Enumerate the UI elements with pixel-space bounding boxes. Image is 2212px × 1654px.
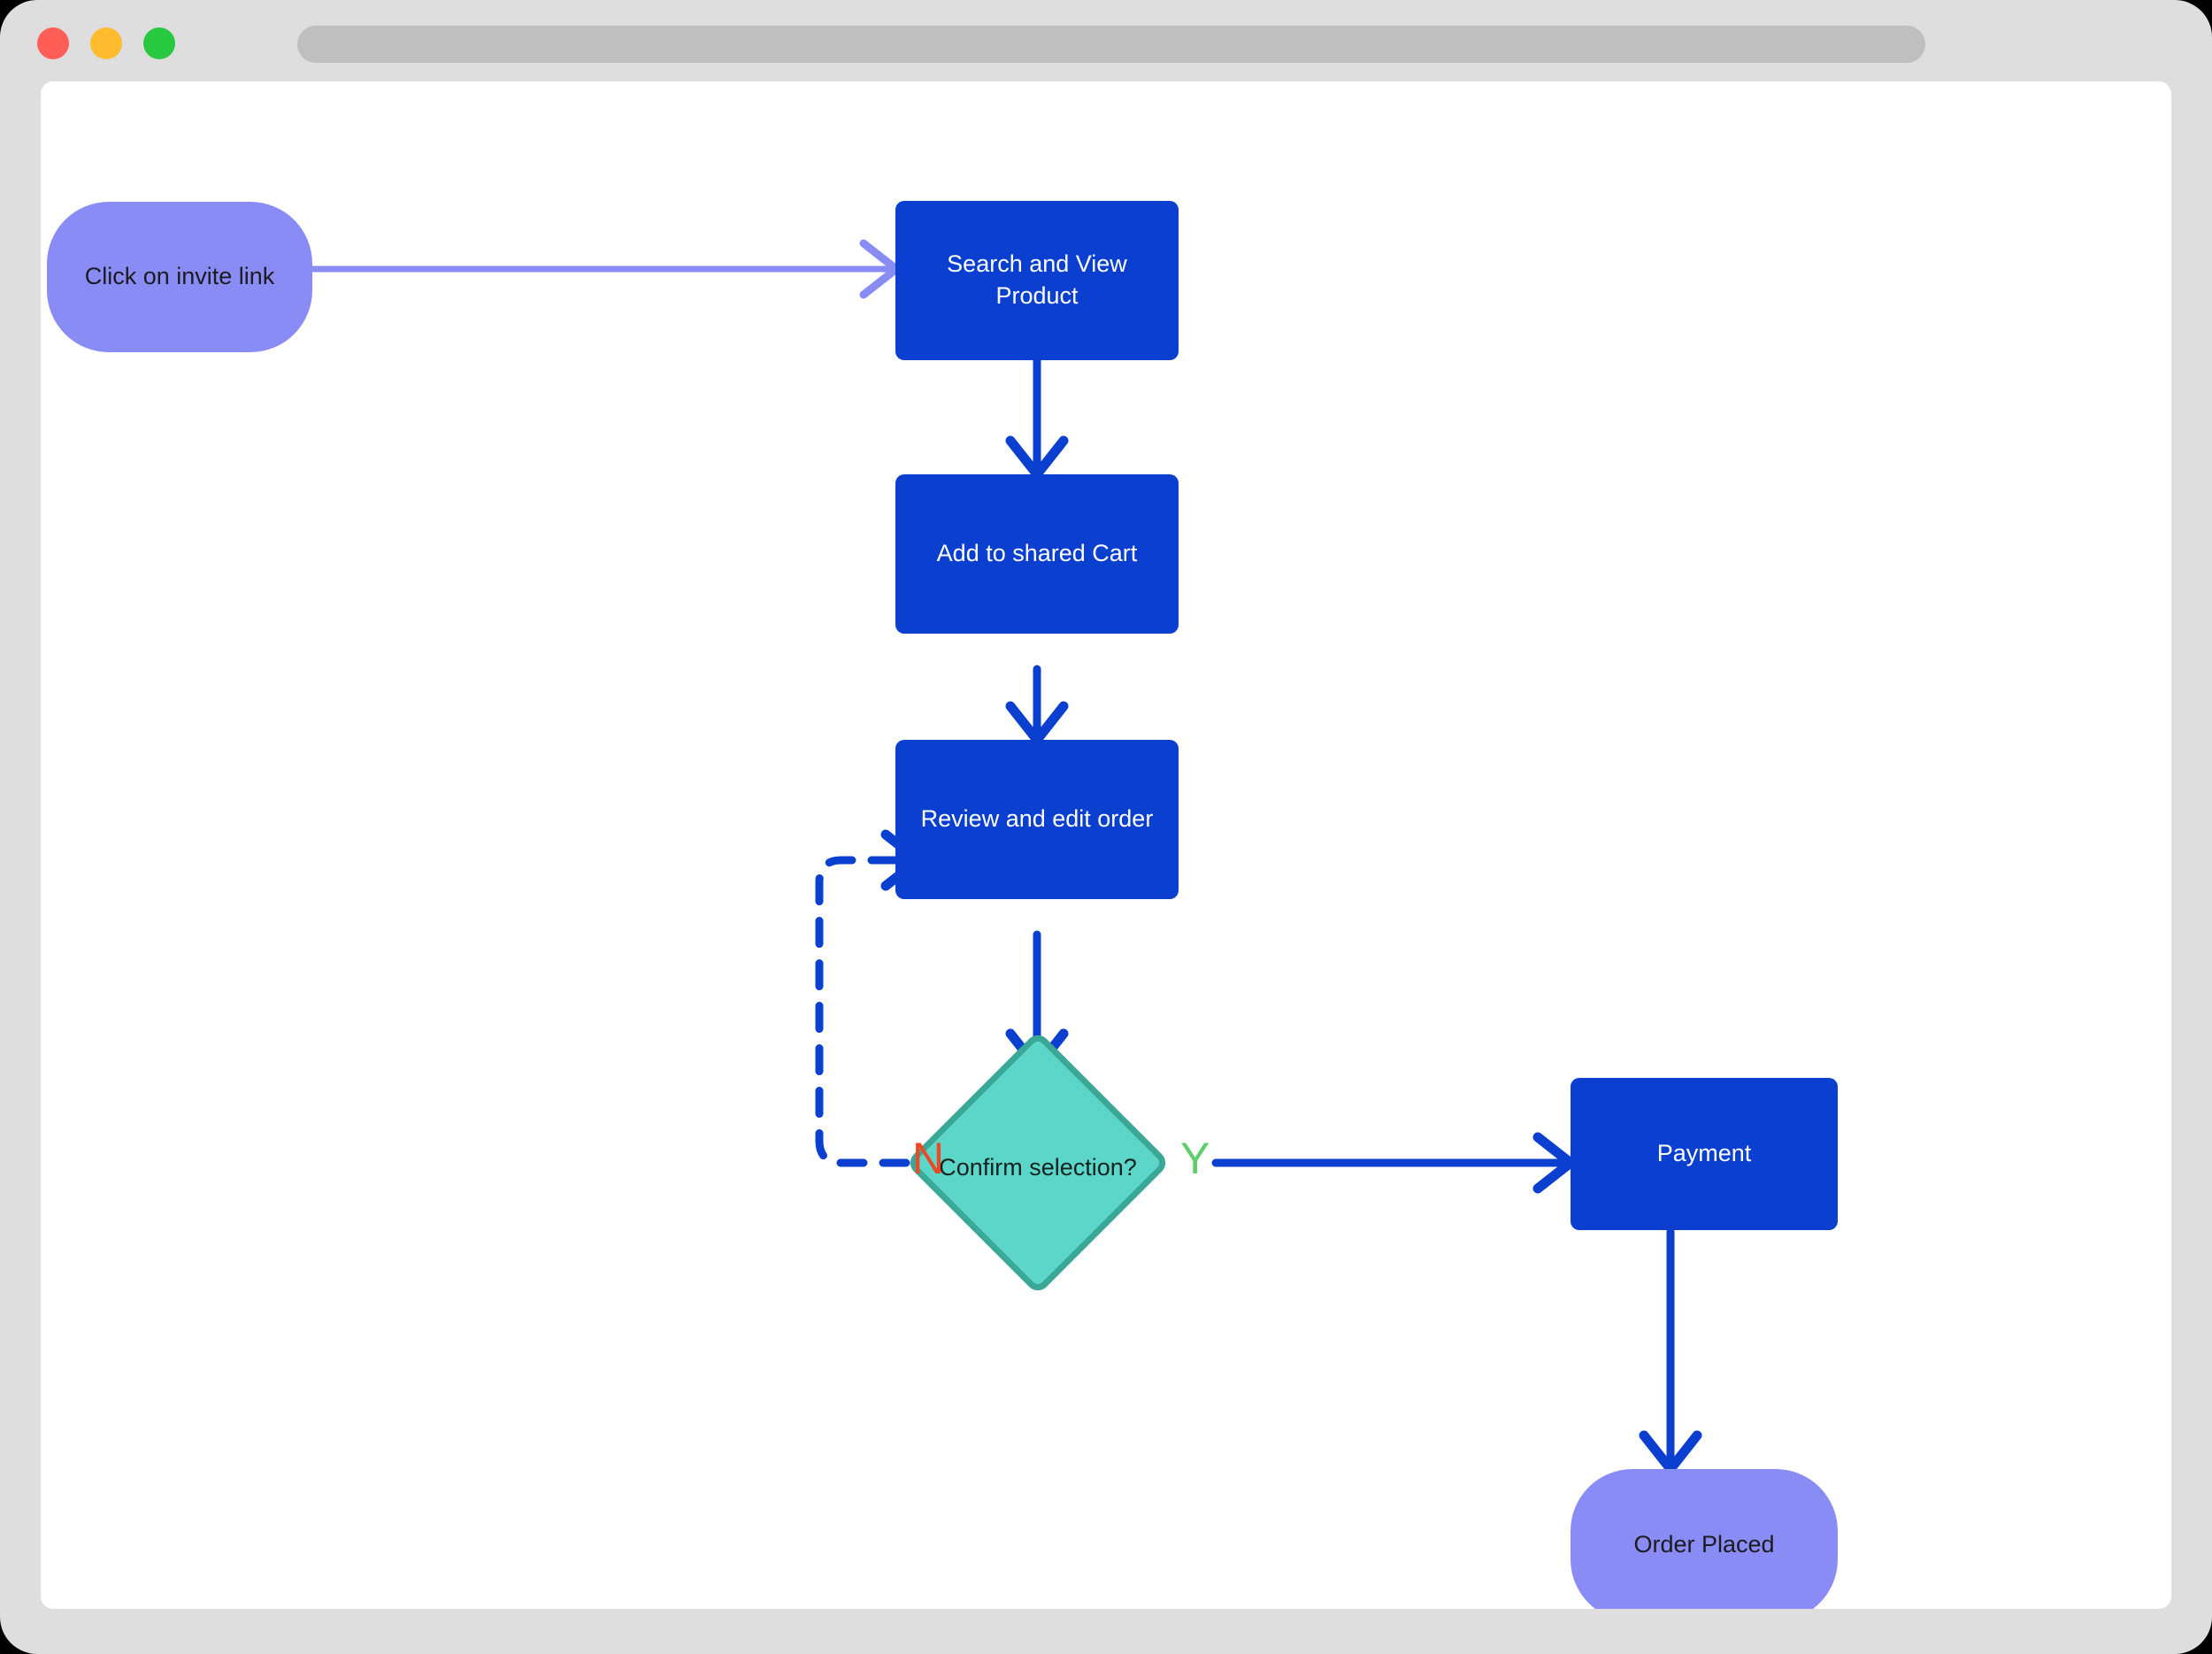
node-click-on-invite-link[interactable]: Click on invite link	[47, 202, 312, 352]
node-search-and-view-product[interactable]: Search and View Product	[895, 201, 1179, 360]
browser-titlebar	[0, 0, 2212, 78]
node-payment[interactable]: Payment	[1571, 1078, 1838, 1230]
edge-label-no: N	[912, 1134, 945, 1183]
edge-start-to-search	[309, 239, 901, 299]
node-review-and-edit-order[interactable]: Review and edit order	[895, 740, 1179, 899]
edge-confirm-to-payment-yes	[1211, 1132, 1576, 1194]
node-label: Order Placed	[1633, 1531, 1775, 1558]
node-confirm-selection-label: Confirm selection?	[923, 1126, 1153, 1211]
flowchart-canvas: Click on invite link Search and View Pro…	[41, 81, 2171, 1609]
edge-label-yes: Y	[1180, 1134, 1210, 1183]
node-label: Review and edit order	[920, 805, 1154, 833]
close-window-button[interactable]	[37, 27, 69, 59]
node-order-placed[interactable]: Order Placed	[1571, 1469, 1838, 1609]
node-label: Confirm selection?	[939, 1154, 1137, 1181]
url-input[interactable]	[297, 26, 1925, 63]
node-label: Search and View Product	[947, 250, 1127, 309]
node-label: Click on invite link	[84, 263, 275, 290]
node-add-to-shared-cart[interactable]: Add to shared Cart	[895, 474, 1179, 634]
minimize-window-button[interactable]	[90, 27, 122, 59]
edge-cart-to-review	[1005, 665, 1069, 745]
edge-payment-to-placed	[1639, 1227, 1702, 1474]
node-label: Add to shared Cart	[936, 540, 1138, 567]
node-label: Payment	[1656, 1140, 1752, 1167]
maximize-window-button[interactable]	[143, 27, 175, 59]
